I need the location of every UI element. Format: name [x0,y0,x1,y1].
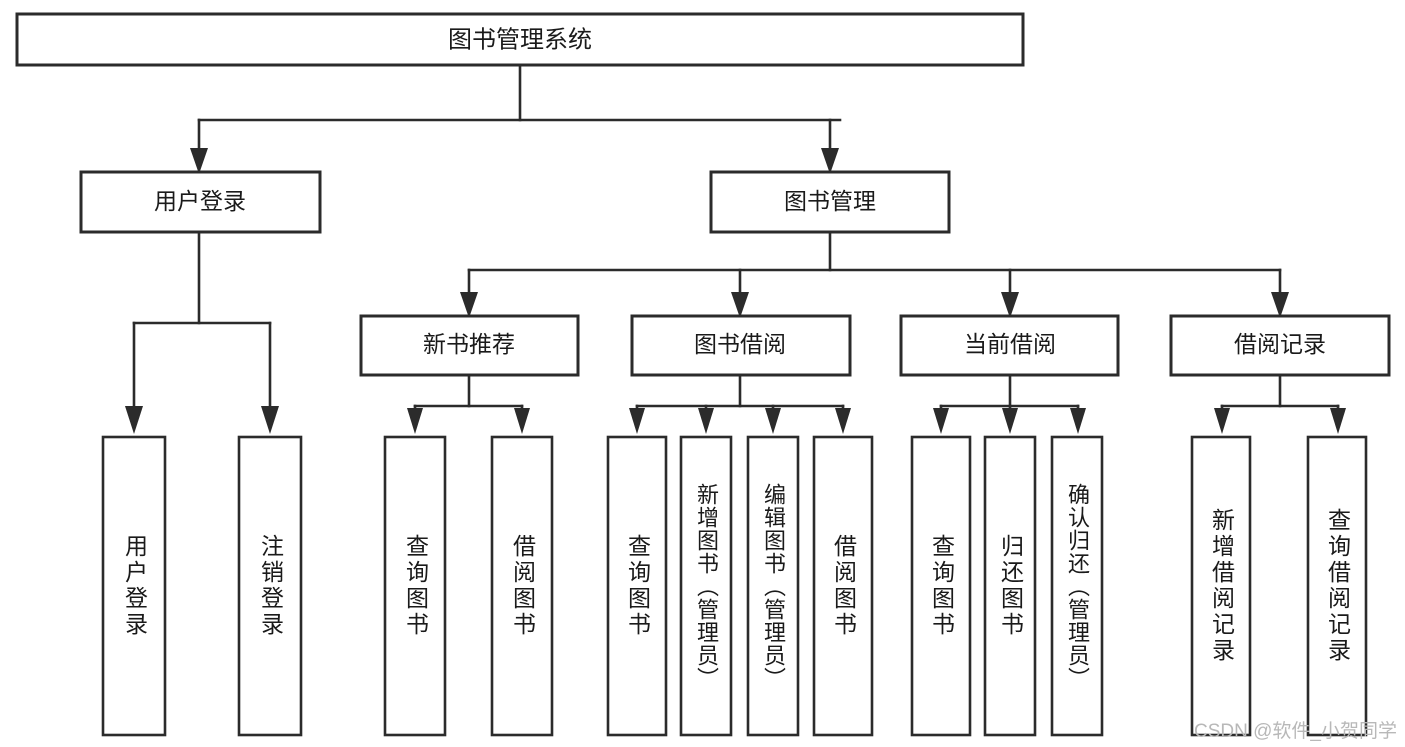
node-leaf-query-book-1[interactable] [383,435,447,737]
label-borrow-record: 借阅记录 [1234,331,1326,357]
connector-group-book-manage [460,230,1289,318]
arrow-to-current-borrow [1001,292,1019,318]
arrow-to-book-manage [821,148,839,174]
node-leaf-query-book-3[interactable] [910,435,972,737]
connector-group-borrow-record [1214,373,1346,434]
node-root-book-management-system[interactable] [15,12,1025,67]
node-current-borrow[interactable] [899,314,1120,377]
connector-group-user-login [125,230,279,434]
arrow-cborrow-leaf-3 [1070,408,1086,434]
connector-group-current-borrow [933,373,1086,434]
label-current-borrow: 当前借阅 [964,331,1056,357]
node-borrow-record[interactable] [1169,314,1391,377]
arrow-newbook-leaf-1 [407,408,423,434]
arrow-to-user-login [190,148,208,174]
arrow-cborrow-leaf-1 [933,408,949,434]
node-leaf-add-borrow-record[interactable] [1190,435,1252,737]
arrow-bborrow-leaf-4 [835,408,851,434]
node-leaf-borrow-book-2[interactable] [812,435,874,737]
node-leaf-borrow-book-1[interactable] [490,435,554,737]
arrow-bborrow-leaf-1 [629,408,645,434]
label-new-book-recommend: 新书推荐 [423,331,515,357]
label-user-login: 用户登录 [154,188,246,214]
node-leaf-user-login[interactable] [101,435,167,737]
connector-group-root [190,63,842,174]
node-leaf-query-borrow-record[interactable] [1306,435,1368,737]
arrow-user-leaf-1 [125,406,143,434]
label-root: 图书管理系统 [448,26,592,53]
connector-group-book-borrow [629,373,851,434]
arrow-to-new-book [460,292,478,318]
node-leaf-edit-book-admin[interactable] [746,435,800,737]
node-book-borrow[interactable] [630,314,852,377]
node-leaf-add-book-admin[interactable] [679,435,733,737]
node-new-book-recommend[interactable] [359,314,580,377]
connector-group-new-book [407,373,530,434]
arrow-user-leaf-2 [261,406,279,434]
label-book-borrow: 图书借阅 [694,331,786,357]
arrow-bborrow-leaf-3 [765,408,781,434]
arrow-to-borrow-record [1271,292,1289,318]
arrow-to-book-borrow [731,292,749,318]
node-leaf-logout[interactable] [237,435,303,737]
arrow-newbook-leaf-2 [514,408,530,434]
node-user-login[interactable] [79,170,322,234]
node-leaf-confirm-return-admin[interactable] [1050,435,1104,737]
arrow-brecord-leaf-2 [1330,408,1346,434]
arrow-brecord-leaf-1 [1214,408,1230,434]
label-book-management: 图书管理 [784,188,876,214]
arrow-cborrow-leaf-2 [1002,408,1018,434]
node-book-management[interactable] [709,170,951,234]
node-leaf-query-book-2[interactable] [606,435,668,737]
arrow-bborrow-leaf-2 [698,408,714,434]
node-leaf-return-book[interactable] [983,435,1037,737]
